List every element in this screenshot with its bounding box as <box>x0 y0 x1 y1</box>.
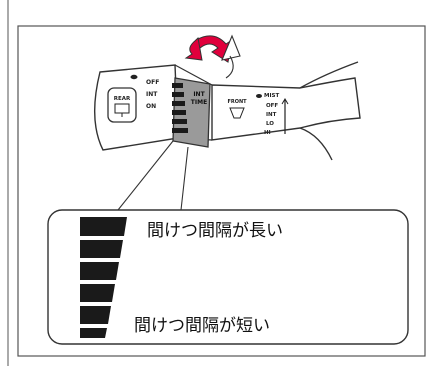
rear-mode-int: INT <box>146 91 158 98</box>
long-interval-text: 間けつ間隔が長い <box>147 221 283 241</box>
front-mode-hi: HI <box>264 130 271 136</box>
front-washer-icon <box>256 94 262 98</box>
outer-border <box>17 25 426 357</box>
front-mode-mist: MIST <box>264 93 279 99</box>
rear-mode-on: ON <box>146 103 156 110</box>
front-wiper-icon <box>229 107 245 119</box>
front-mode-lo: LO <box>266 121 274 127</box>
int-time-dial[interactable]: INT TIME <box>172 77 211 148</box>
int-time-label-line2: TIME <box>191 99 207 106</box>
front-label: FRONT <box>227 99 247 105</box>
front-mode-labels: MIST OFF INT LO HI <box>256 93 289 136</box>
short-interval-text: 間けつ間隔が短い <box>134 316 270 336</box>
int-time-label-line1: INT <box>193 91 205 98</box>
rear-button-label: REAR <box>114 96 131 102</box>
front-washer-indicator: FRONT <box>227 99 247 119</box>
front-mode-int: INT <box>266 112 277 118</box>
rear-washer-icon <box>130 74 138 80</box>
rear-wiper-icon <box>114 103 130 117</box>
rotation-arrows <box>184 34 241 79</box>
rear-mode-off: OFF <box>146 79 159 86</box>
interval-bars <box>80 217 127 338</box>
callout-pointer <box>117 140 189 211</box>
callout-box: 間けつ間隔が長い 間けつ間隔が短い <box>47 209 409 345</box>
rear-wiper-button[interactable]: REAR <box>107 87 137 123</box>
rear-mode-labels: OFF INT ON <box>130 74 159 110</box>
dial-step-bars <box>172 83 188 133</box>
rotate-down-arrow-icon <box>195 35 233 63</box>
front-mode-off: OFF <box>266 103 278 109</box>
